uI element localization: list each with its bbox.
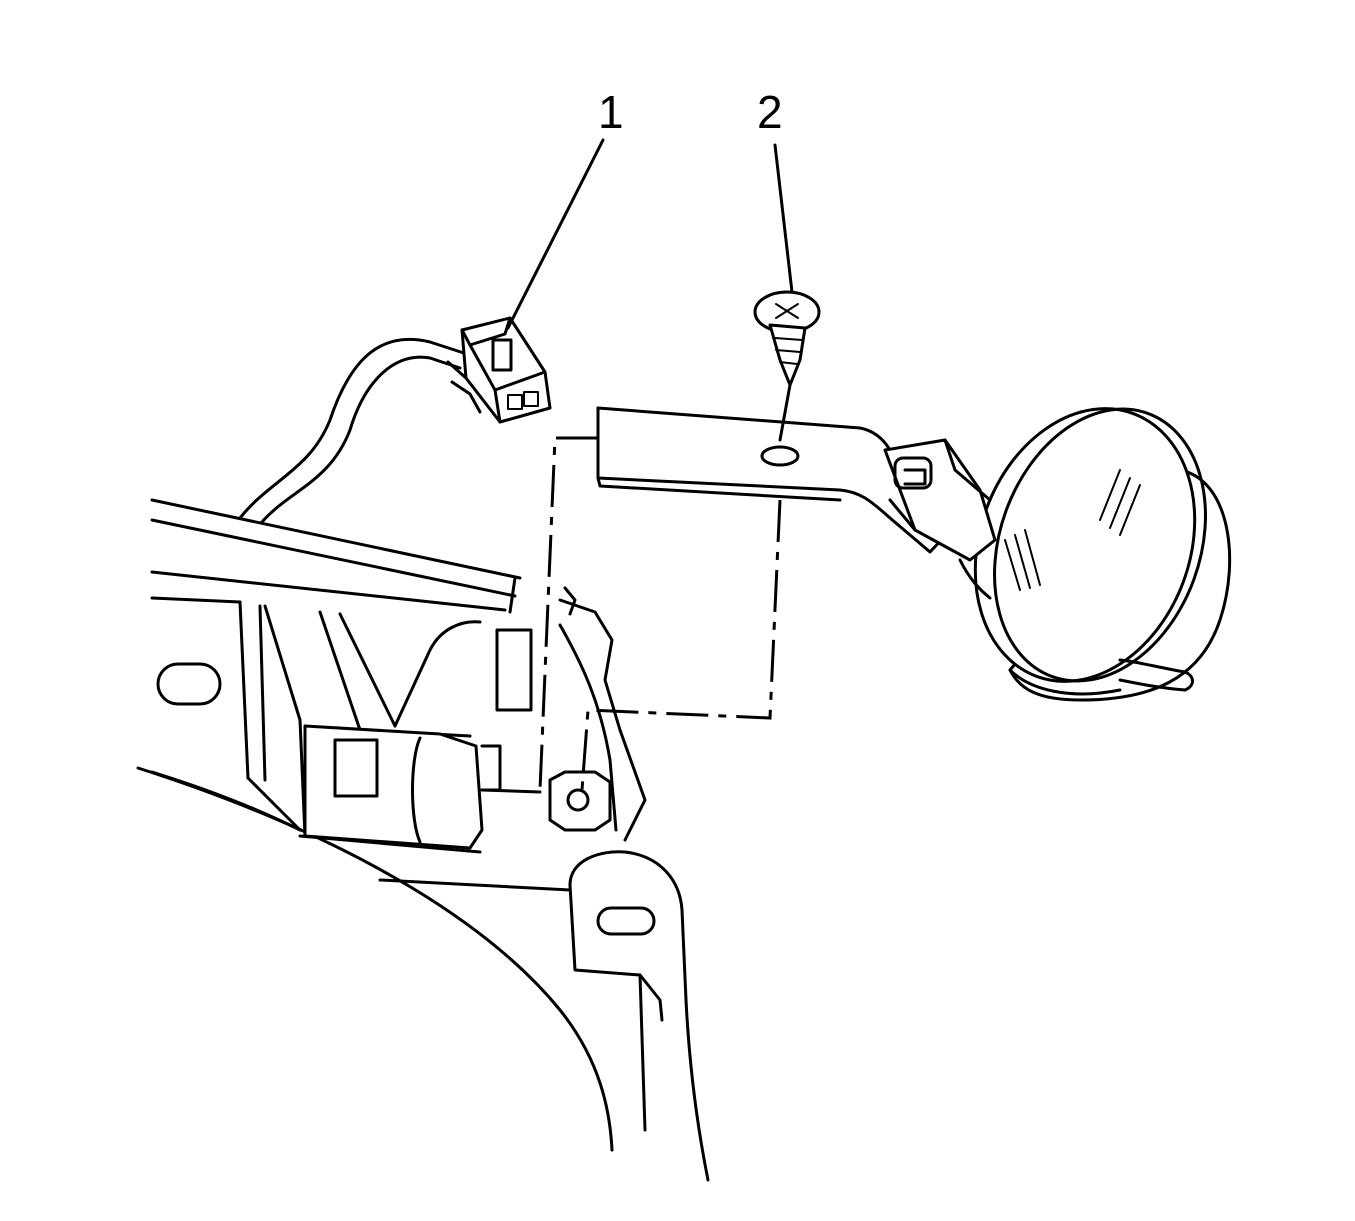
callout-label-2: 2 [757,86,783,138]
fog-lamp-connector [883,438,997,600]
fog-lamp [973,407,1232,702]
callout-1: 1 [506,86,624,330]
wheel-arch-panel [136,766,614,1152]
electrical-connector [446,316,552,424]
bumper-support-frame [150,498,647,892]
bracket-screw [753,290,821,442]
callout-label-1: 1 [598,86,624,138]
wiring-harness [238,337,472,524]
callout-2: 2 [757,86,794,294]
lower-mounting-ear [568,850,710,1182]
fog-lamp-bracket [596,406,962,554]
alignment-lines [538,436,782,791]
